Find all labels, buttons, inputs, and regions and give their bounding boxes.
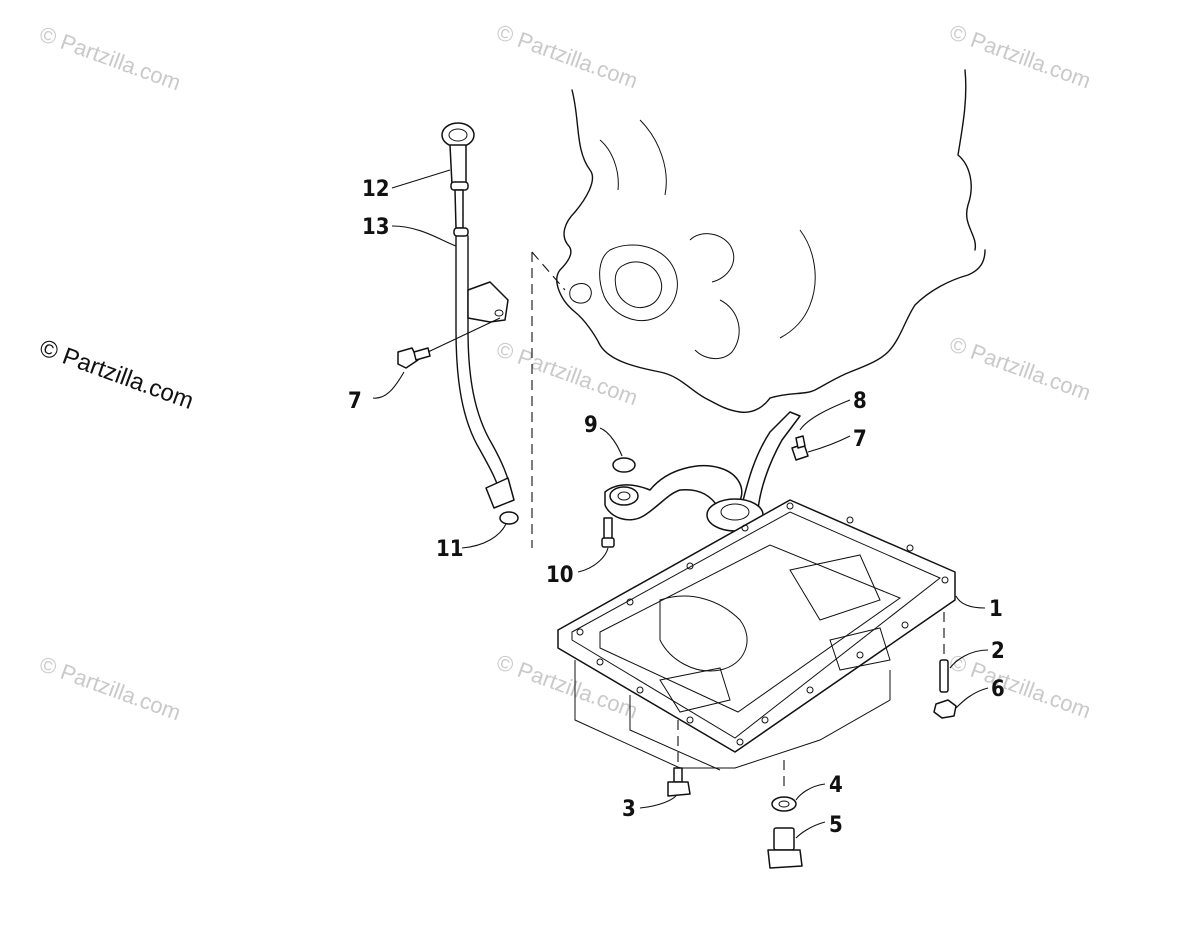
callout-7-dipstick-bolt: 7 xyxy=(348,389,362,414)
engine-crankcase xyxy=(556,69,986,413)
callout-10: 10 xyxy=(546,563,574,588)
watermark: © Partzilla.com xyxy=(946,331,1094,405)
watermark: © Partzilla.com xyxy=(36,651,184,725)
bolt-3 xyxy=(667,720,691,797)
leader-lines xyxy=(372,169,989,839)
washer-4 xyxy=(771,796,797,812)
callout-13: 13 xyxy=(362,215,390,240)
o-ring-11 xyxy=(499,511,519,525)
watermark: © Partzilla.com xyxy=(36,21,184,95)
callout-3: 3 xyxy=(622,797,636,822)
watermark-dark: © Partzilla.com xyxy=(36,334,197,415)
nut-6 xyxy=(933,699,957,719)
callout-9: 9 xyxy=(584,413,598,438)
bolt-7-dipstick xyxy=(397,317,501,369)
oil-dipstick xyxy=(441,122,475,229)
bolt-7-strainer xyxy=(791,435,809,461)
callout-labels: 12 13 7 9 8 7 10 11 1 2 6 3 4 5 xyxy=(348,177,1005,838)
watermark-group: © Partzilla.com © Partzilla.com © Partzi… xyxy=(36,19,1094,725)
callout-2: 2 xyxy=(991,639,1005,664)
stud-2 xyxy=(939,612,949,693)
callout-6: 6 xyxy=(991,677,1005,702)
dipstick-guide-tube xyxy=(453,227,515,509)
callout-1: 1 xyxy=(989,597,1003,622)
o-ring-9 xyxy=(612,457,636,473)
watermark: © Partzilla.com xyxy=(946,19,1094,93)
callout-12: 12 xyxy=(362,177,390,202)
callout-8: 8 xyxy=(853,389,867,414)
watermark: © Partzilla.com xyxy=(946,649,1094,723)
alignment-line xyxy=(531,251,566,548)
oil-strainer-pipe xyxy=(604,411,801,532)
pan-bolt-holes xyxy=(576,502,949,746)
callout-5: 5 xyxy=(829,813,843,838)
watermark: © Partzilla.com xyxy=(493,336,641,410)
oil-pan xyxy=(557,499,956,771)
callout-4: 4 xyxy=(829,773,843,798)
callout-11: 11 xyxy=(436,537,464,562)
bolt-10 xyxy=(601,517,615,548)
watermark: © Partzilla.com xyxy=(493,19,641,93)
drain-plug-5 xyxy=(767,827,803,869)
callout-7-strainer-bolt: 7 xyxy=(853,427,867,452)
